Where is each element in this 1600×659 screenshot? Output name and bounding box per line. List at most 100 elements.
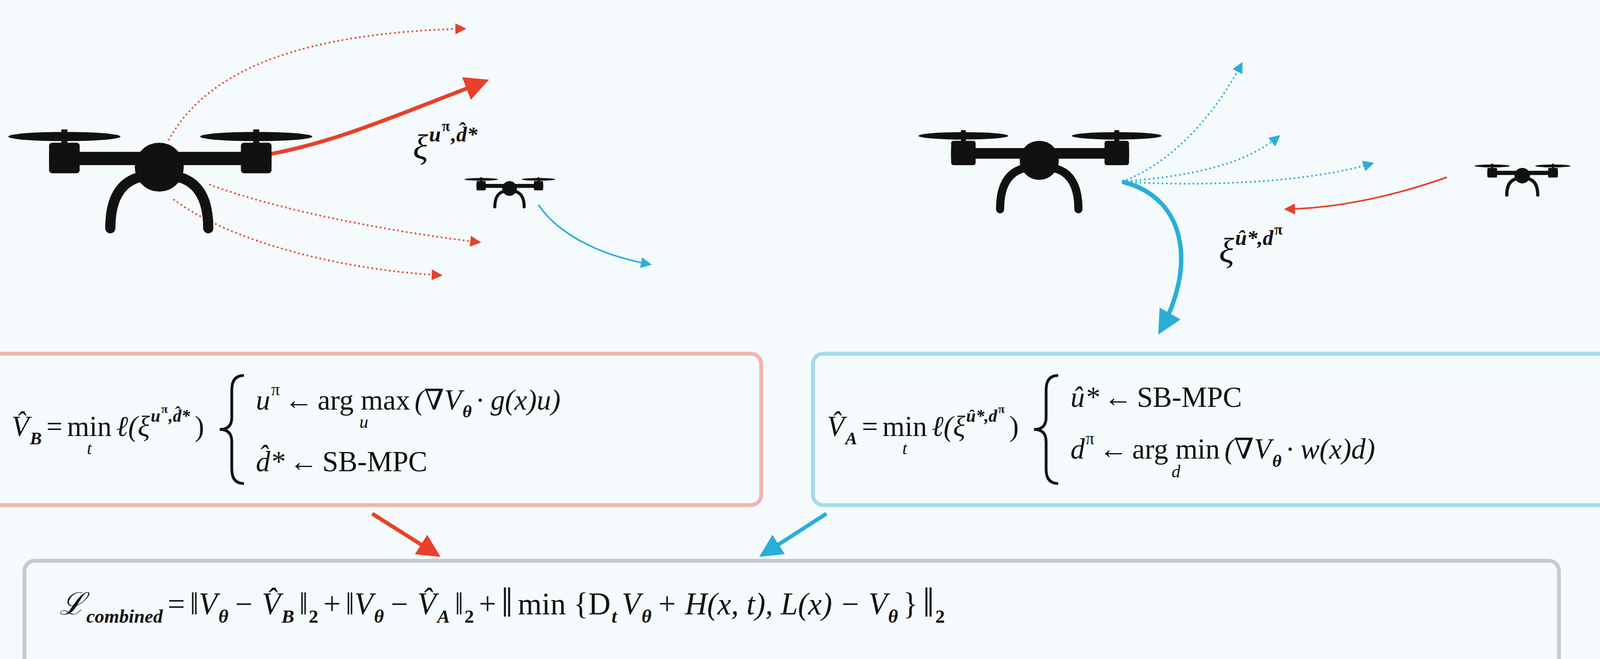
drone-large bbox=[918, 129, 1162, 210]
math-subscript: t bbox=[86, 439, 92, 457]
math-text: ← bbox=[289, 445, 318, 478]
math-subscript: B bbox=[281, 605, 295, 628]
math-superscript: π bbox=[998, 402, 1005, 416]
dotted-trajectory bbox=[168, 28, 465, 141]
math-subscript: t bbox=[611, 605, 618, 628]
math-superscript: π bbox=[161, 402, 168, 416]
math-subscript: combined bbox=[86, 605, 163, 628]
math-superscript: π bbox=[270, 379, 280, 400]
formula-line: d π←arg mind(∇Vθ· w(x)d) bbox=[1070, 427, 1375, 481]
math-subscript: 2 bbox=[464, 605, 474, 628]
math-superscript: û*,d bbox=[966, 406, 998, 426]
math-text: ‖V bbox=[345, 586, 374, 622]
math-superscript: u bbox=[150, 406, 161, 426]
label-superscript: π bbox=[442, 117, 451, 135]
brace-path bbox=[1033, 375, 1059, 484]
dotted-trajectory bbox=[1122, 163, 1373, 184]
flow-arrow bbox=[763, 513, 827, 555]
math-operator: min bbox=[67, 412, 112, 442]
trajectory-label: ξuπ,d̂* bbox=[412, 116, 478, 171]
curly-brace bbox=[215, 373, 249, 486]
math-text: SB-MPC bbox=[322, 445, 428, 478]
formula-line: d̂*←SB-MPC bbox=[256, 443, 561, 481]
math-subscript: t bbox=[902, 439, 908, 457]
math-subscript: θ bbox=[373, 605, 384, 628]
math-text: min {D bbox=[518, 586, 611, 622]
math-text: ℓ(ξ bbox=[931, 410, 966, 443]
math-subscript: 2 bbox=[935, 605, 945, 628]
trajectory-label: ξû*,dπ bbox=[1218, 220, 1283, 274]
math-text: · g(x)u) bbox=[476, 384, 561, 416]
adversary-trajectory bbox=[1286, 177, 1447, 210]
label-symbol: ξ bbox=[1218, 231, 1234, 271]
math-superscript: ,d̂* bbox=[168, 406, 190, 426]
case-rows: uπ←arg maxu(∇Vθ· g(x)u)d̂*←SB-MPC bbox=[256, 378, 561, 481]
formula-line: V̂B=mintℓ(ξuπ,d̂*) bbox=[11, 401, 205, 457]
math-text: ‖ bbox=[922, 579, 935, 626]
math-text: ‖ bbox=[298, 586, 308, 622]
math-text: V̂ bbox=[826, 410, 845, 443]
math-operator: arg min bbox=[1132, 434, 1220, 464]
math-superscript: π bbox=[1085, 428, 1095, 449]
math-subscript: θ bbox=[462, 401, 472, 422]
chosen-trajectory bbox=[1122, 181, 1182, 331]
math-text: ‖ bbox=[501, 579, 513, 626]
math-subscript: θ bbox=[641, 605, 652, 628]
formula-line: uπ←arg maxu(∇Vθ· g(x)u) bbox=[256, 378, 561, 432]
label-superscript: ,d̂* bbox=[450, 122, 478, 146]
math-text: · w(x)d) bbox=[1286, 433, 1376, 465]
math-text: (∇V bbox=[414, 384, 462, 416]
math-text: u bbox=[256, 384, 271, 416]
math-text: ← bbox=[1103, 381, 1133, 413]
math-subscript: θ bbox=[1272, 450, 1282, 471]
operator-stack: mint bbox=[882, 412, 928, 458]
math-subscript: B bbox=[29, 428, 42, 449]
formula-box: V̂B=mintℓ(ξuπ,d̂*)uπ←arg maxu(∇Vθ· g(x)u… bbox=[0, 351, 764, 508]
math-text: SB-MPC bbox=[1136, 381, 1243, 413]
math-text: û* bbox=[1070, 381, 1099, 413]
math-text: ← bbox=[1098, 433, 1128, 465]
label-superscript: π bbox=[1274, 221, 1283, 238]
math-text: V̂ bbox=[11, 410, 30, 443]
formula-content: ℒcombined=‖Vθ− V̂B‖2+‖Vθ− V̂A‖2+‖min {Dt… bbox=[59, 575, 945, 630]
math-text: − V̂ bbox=[388, 586, 437, 622]
math-text: + bbox=[479, 586, 497, 622]
math-text: ← bbox=[284, 384, 313, 416]
formula-line: V̂A=mintℓ(ξû*,dπ) bbox=[826, 401, 1019, 457]
math-text: = bbox=[167, 586, 185, 622]
math-operator: arg max bbox=[317, 385, 411, 415]
math-text: ‖V bbox=[189, 586, 218, 622]
math-text: } bbox=[902, 586, 918, 622]
math-text: = bbox=[861, 410, 878, 443]
flow-arrow bbox=[372, 513, 437, 555]
dotted-trajectory bbox=[1122, 136, 1279, 182]
math-text: + H(x, t), L(x) − V bbox=[656, 586, 887, 622]
math-subscript: A bbox=[437, 605, 450, 628]
math-subscript: u bbox=[359, 412, 369, 431]
math-text: (∇V bbox=[1224, 433, 1272, 465]
operator-stack: arg maxu bbox=[317, 385, 411, 432]
math-text: d̂* bbox=[256, 445, 285, 478]
dotted-trajectory bbox=[173, 199, 441, 276]
operator-stack: arg mind bbox=[1132, 434, 1220, 481]
formula-content: V̂B=mintℓ(ξuπ,d̂*)uπ←arg maxu(∇Vθ· g(x)u… bbox=[11, 373, 561, 486]
math-operator: min bbox=[882, 412, 928, 442]
math-text: ) bbox=[194, 410, 205, 443]
dotted-trajectory bbox=[209, 184, 480, 243]
label-superscript: û*,d bbox=[1234, 226, 1273, 250]
curly-brace bbox=[1029, 373, 1063, 486]
label-superscript: u bbox=[428, 122, 441, 146]
math-text: − V̂ bbox=[233, 586, 281, 622]
math-subscript: θ bbox=[888, 605, 899, 628]
math-text: ℒ bbox=[59, 586, 86, 622]
math-text: + bbox=[323, 586, 341, 622]
math-text: V bbox=[621, 586, 641, 622]
drone-small bbox=[464, 177, 555, 208]
dotted-trajectory bbox=[1122, 63, 1242, 182]
operator-stack: mint bbox=[67, 412, 112, 458]
math-text: ) bbox=[1009, 410, 1019, 443]
math-subscript: d bbox=[1171, 462, 1181, 481]
math-subscript: 2 bbox=[308, 605, 319, 628]
case-rows: û*←SB-MPCdπ←arg mind(∇Vθ· w(x)d) bbox=[1070, 378, 1375, 481]
